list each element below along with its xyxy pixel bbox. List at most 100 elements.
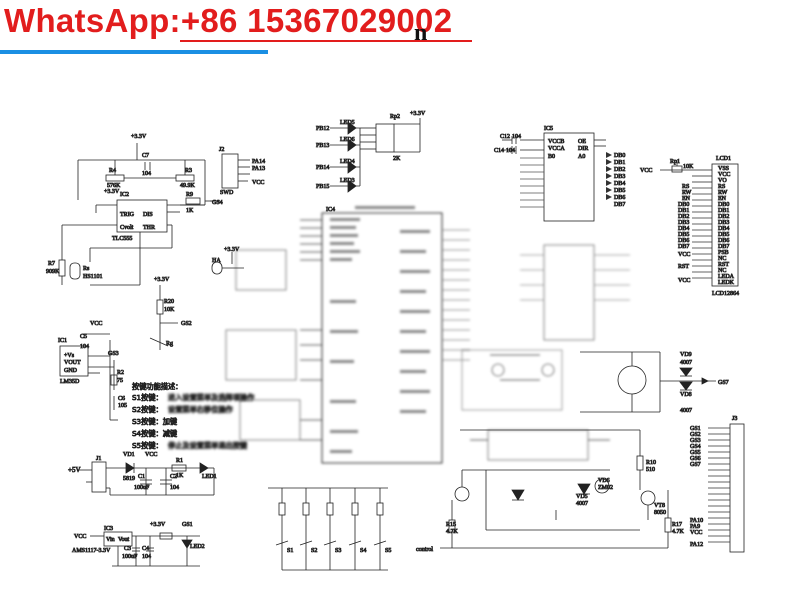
transistor-stage [440,429,672,549]
ams-vin: Vin [106,537,115,543]
r10-value: 510 [646,467,655,473]
v33-label-rg: +3.3V [154,277,170,283]
title-fragment: n [414,20,428,46]
r4-value: 576K [107,183,121,189]
power-input-block [78,461,215,496]
ic3-label: IC3 [104,526,113,532]
r2-label: R2 [117,370,124,376]
c5-value: 104 [80,344,89,350]
pa13-label: PA13 [252,166,265,172]
vt8-label: VT8 [654,503,665,509]
ha-label: HA [212,258,221,264]
lm35-vout: VOUT [64,360,81,366]
lcd-name: LCD12864 [712,291,739,297]
r7-value: 909K [46,269,60,275]
vcc-label-j2: VCC [252,180,264,186]
vd1-label: VD1 [123,452,135,458]
lm35-vs: +Vs [64,353,75,359]
r1-value: 1K [176,473,184,479]
ic5-db2: DB2 [614,167,625,173]
lcd-pin-nc2: NC [718,268,726,274]
lcd-pin-ledk: LEDK [718,280,735,286]
c14-value: 104 [506,148,515,154]
lcd-pin-rst: RST [718,262,729,268]
c4-label: C4 [142,546,149,552]
lcd-left-rs: RS [682,184,689,190]
r7-label: R7 [48,261,55,267]
lcd-pin-db7: DB7 [718,244,729,250]
v33-label-led: +3.3V [410,111,426,117]
ic5-db0: DB0 [614,153,625,159]
c1-label: C1 [138,474,145,480]
lcd12864-connector [660,160,739,287]
rp1-label: Rp1 [670,159,680,165]
j2-label: J2 [219,147,224,153]
lcd-pin-db4: DB4 [718,226,729,232]
lm35-name: LM35D [60,379,80,385]
led1-label: LED1 [202,474,217,480]
vd1-value: 5819 [123,476,135,482]
vd6-value: ZM02 [598,485,613,491]
r3-label: R3 [185,168,192,174]
ic5-db6: DB6 [614,195,625,201]
c12-label: C12 [500,134,510,140]
r1-label: R1 [176,458,183,464]
vd5-value: 4007 [576,501,588,507]
push-button-row [268,487,388,571]
watermark-banner: WhatsApp:+86 15367029002 n [0,0,800,60]
ic2-tlc555 [116,199,168,233]
c7-label: C7 [142,153,149,159]
r10-label: R10 [646,460,656,466]
lcd-left-db1: DB1 [678,208,689,214]
pin-cvolt: Cvolt [120,225,134,231]
lcd-left-vcc: VCC [678,252,690,258]
lcd1-label: LCD1 [716,156,731,162]
led4-label: LED4 [340,159,355,165]
pin-oe: OE [578,139,586,145]
tlc555-name: TLC555 [112,236,132,242]
r2-value: 75 [117,378,123,384]
lcd-pin-db0: DB0 [718,202,729,208]
vd8-value: 4007 [680,408,692,414]
lcd-pin-db2: DB2 [718,214,729,220]
gs3-label: GS3 [108,351,119,357]
ams1117-block [90,531,200,567]
ic5-db1: DB1 [614,160,625,166]
j3-gs6: GS6 [690,456,701,462]
secondary-ic [520,244,630,341]
lcd-pin-vss: VSS [718,166,729,172]
lm35-block [59,333,118,421]
buzzer-block [149,252,244,350]
switch-s4: S4 [360,548,366,554]
c3-label: C3 [124,546,131,552]
pin-vcca: VCCA [548,146,565,152]
c2-label: C2 [170,474,177,480]
v33-label-2: +3.3V [104,189,120,195]
led6-label: LED6 [340,137,355,143]
rp2-value: 2K [393,156,401,162]
pin-dis: DIS [143,212,153,218]
pin-b0: B0 [548,154,555,160]
r20-value: 10K [164,307,175,313]
rp2-label: Rp2 [390,114,400,120]
j3-gs1: GS1 [690,426,701,432]
v33-label-ams: +3.3V [150,522,166,528]
c6-label: C6 [118,396,125,402]
ic5-db3: DB3 [614,174,625,180]
r15-label: R15 [446,522,456,528]
led3-label: LED3 [340,178,355,184]
pb14-label: PB14 [316,165,329,171]
vcc-label-lm35: VCC [90,321,102,327]
j3-pa12: PA12 [690,542,703,548]
lcd-left-db0: DB0 [678,202,689,208]
r20-label: R20 [164,299,174,305]
lcd-left-rst: RST [678,264,689,270]
rs-value: HS1101 [83,274,102,280]
lcd-left-db5: DB5 [678,232,689,238]
lcd-left-db4: DB4 [678,226,689,232]
lcd-pin-vcc: VCC [718,172,730,178]
c7-value: 104 [142,171,151,177]
key-s2-desc: 设置菜单右移位操作 [168,405,233,414]
c2-value: 104 [170,485,179,491]
whatsapp-contact-text[interactable]: WhatsApp:+86 15367029002 [4,2,453,39]
